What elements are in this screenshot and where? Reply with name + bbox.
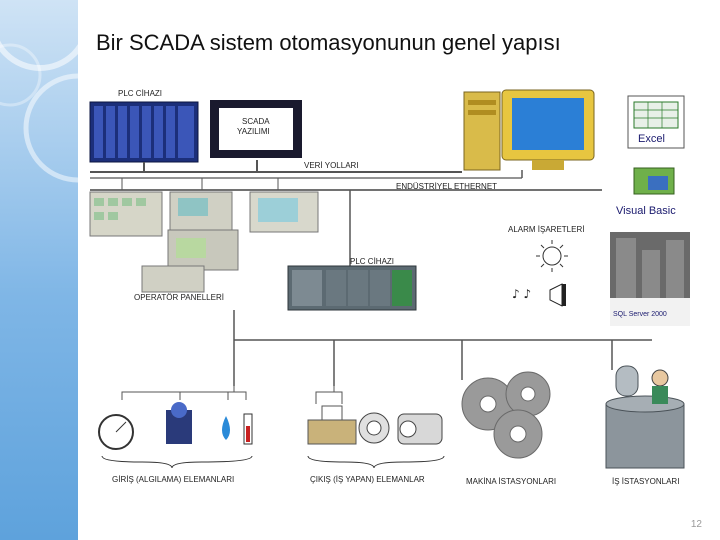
alarm-lamp-icon xyxy=(536,240,568,272)
plc-top-label: PLC CİHAZI xyxy=(118,89,162,98)
alarm-label: ALARM İŞARETLERİ xyxy=(508,225,584,234)
ethernet-label: ENDÜSTRİYEL ETHERNET xyxy=(396,182,497,191)
scada-label-line2: YAZILIMI xyxy=(237,127,270,136)
slide-title: Bir SCADA sistem otomasyonunun genel yap… xyxy=(96,30,561,55)
page-number: 12 xyxy=(690,519,702,530)
excel-label: Excel xyxy=(638,133,665,145)
plc-center-label: PLC CİHAZI xyxy=(350,257,394,266)
excel-icon xyxy=(627,95,685,149)
work-stations-label: İŞ İSTASYONLARI xyxy=(612,477,679,486)
alarm-horn-icon: ♪ ♪ xyxy=(512,283,566,307)
operator-panels-label: OPERATÖR PANELLERİ xyxy=(134,293,224,302)
plc-center xyxy=(287,265,417,311)
input-elements xyxy=(98,386,253,450)
sql-server-label: SQL Server 2000 xyxy=(613,311,667,318)
svg-text:♪ ♪: ♪ ♪ xyxy=(512,287,531,301)
output-elements-label: ÇIKIŞ (İŞ YAPAN) ELEMANLAR xyxy=(310,475,425,484)
gears-icon xyxy=(461,371,551,459)
input-elements-label: GİRİŞ (ALGILAMA) ELEMANLARI xyxy=(112,475,234,484)
plc-rack-top xyxy=(89,101,199,163)
output-elements xyxy=(307,386,443,445)
scada-label-line1: SCADA xyxy=(242,117,270,126)
sidebar-circles xyxy=(0,40,78,183)
visual-basic-label: Visual Basic xyxy=(616,205,676,217)
machine-stations-label: MAKİNA İSTASYONLARI xyxy=(466,477,556,486)
output-brace xyxy=(307,455,445,469)
scada-monitor xyxy=(210,100,302,158)
visual-basic-icon xyxy=(633,167,675,195)
scada-diagram: PLC CİHAZI SCADA YAZILIMI VERİ YOLLARI E… xyxy=(89,89,690,486)
decorative-sidebar xyxy=(0,0,78,540)
operator-panels xyxy=(89,191,319,293)
input-brace xyxy=(101,455,253,469)
work-station-icon xyxy=(605,365,685,469)
sql-server-image xyxy=(610,232,690,326)
computer-workstation xyxy=(463,89,595,171)
data-lines-label: VERİ YOLLARI xyxy=(304,161,359,170)
